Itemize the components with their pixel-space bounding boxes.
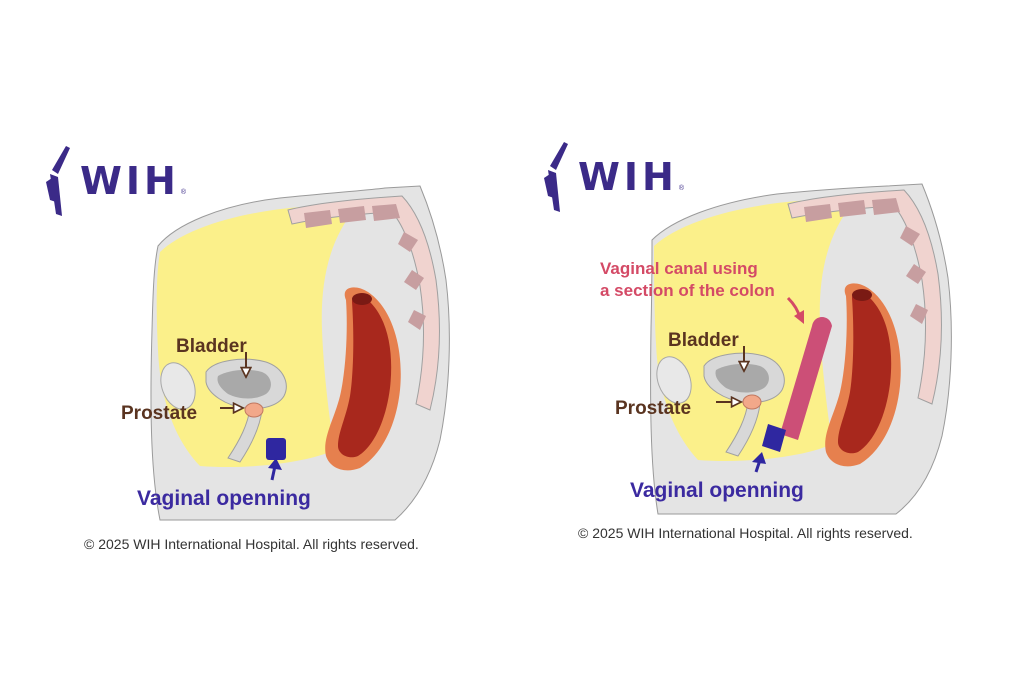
bladder-label: Bladder: [668, 331, 739, 350]
vaginal-opening-marker: [266, 438, 286, 460]
canal-label-line2: a section of the colon: [600, 280, 775, 302]
canal-label: Vaginal canal using a section of the col…: [600, 258, 775, 302]
copyright-text: © 2025 WIH International Hospital. All r…: [84, 537, 419, 551]
prostate-gland: [245, 403, 263, 417]
colon-lumen-top: [852, 289, 872, 301]
panel-after: WIH ® Vaginal: [512, 0, 1024, 683]
copyright-text: © 2025 WIH International Hospital. All r…: [578, 526, 913, 540]
prostate-label: Prostate: [121, 404, 197, 423]
anatomy-diagram-after: [512, 0, 1024, 683]
colon-lumen-top: [352, 293, 372, 305]
bladder-label: Bladder: [176, 337, 247, 356]
prostate-gland: [743, 395, 761, 409]
panel-before: WIH ®: [0, 0, 512, 683]
canal-label-line1: Vaginal canal using: [600, 258, 775, 280]
prostate-label: Prostate: [615, 399, 691, 418]
vaginal-opening-label: Vaginal openning: [630, 480, 804, 501]
anatomy-diagram-before: [0, 0, 512, 683]
vaginal-opening-label: Vaginal openning: [137, 488, 311, 509]
